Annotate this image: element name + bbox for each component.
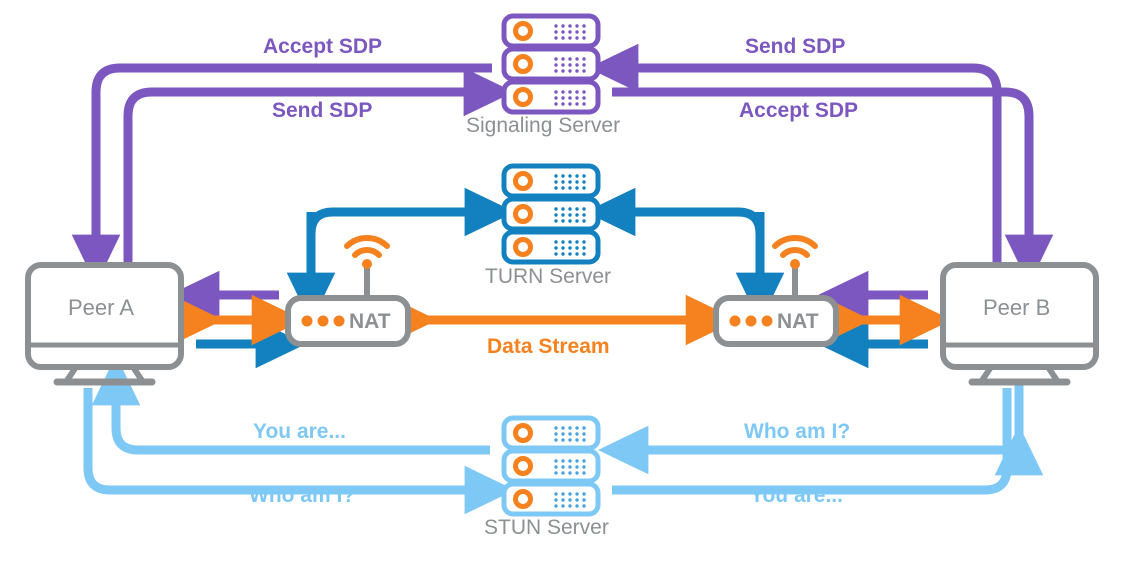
edge-peer-a-to-signaling — [123, 67, 515, 262]
label-signaling-left-top: Accept SDP — [263, 35, 383, 58]
nat-left-router-icon — [285, 235, 411, 347]
label-stun-server: STUN Server — [484, 516, 609, 539]
label-stun-right-bottom: You are... — [750, 484, 843, 507]
label-turn-server: TURN Server — [485, 265, 612, 288]
label-signaling-left-bottom: Send SDP — [272, 99, 373, 122]
label-nat-right: NAT — [777, 310, 819, 333]
stun-server-icon — [501, 415, 601, 517]
edge-signaling-to-peer-a — [71, 63, 492, 286]
edge-stun-to-peer-a — [91, 354, 490, 455]
label-signaling-right-bottom: Accept SDP — [739, 99, 859, 122]
label-peer-b: Peer B — [983, 295, 1051, 320]
edge-nat-right-to-turn — [584, 187, 765, 290]
signaling-server-icon — [501, 13, 601, 115]
label-peer-a: Peer A — [68, 295, 135, 320]
label-nat-left: NAT — [349, 310, 391, 333]
edge-signaling-to-peer-b — [612, 87, 1054, 286]
label-data-stream: Data Stream — [487, 335, 610, 358]
label-stun-right-top: Who am I? — [744, 420, 851, 443]
edge-peer-a-to-stun — [83, 388, 516, 515]
turn-server-icon — [501, 163, 601, 265]
nat-right-router-icon — [713, 235, 839, 347]
peer-b-monitor-icon — [940, 262, 1099, 386]
edge-peer-b-to-signaling — [587, 43, 1002, 262]
label-stun-left-top: You are... — [253, 420, 346, 443]
label-signaling-server: Signaling Server — [466, 114, 621, 137]
edge-nat-left-to-turn — [306, 187, 516, 290]
label-signaling-right-top: Send SDP — [745, 35, 846, 58]
label-stun-left-bottom: Who am I? — [249, 484, 356, 507]
peer-a-monitor-icon — [25, 262, 184, 386]
